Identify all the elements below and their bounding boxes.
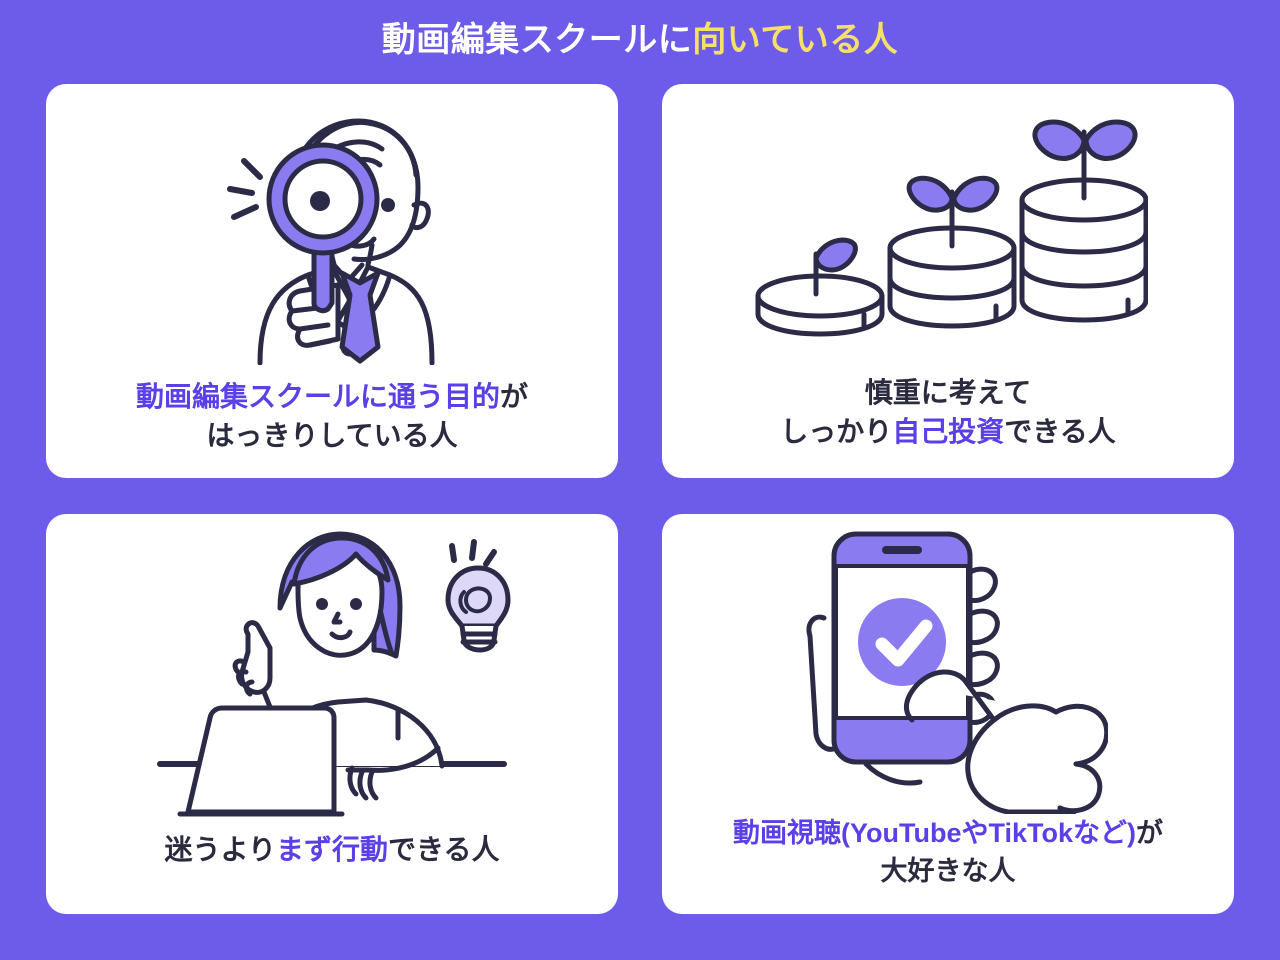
- card-purpose-caption: 動画編集スクールに通う目的が はっきりしている人: [46, 377, 618, 479]
- caption-dark-text: が: [1135, 818, 1163, 848]
- card-video-lover[interactable]: 動画視聴(YouTubeやTikTokなど)が 大好きな人: [662, 514, 1234, 914]
- caption-line-1: 慎重に考えて: [864, 376, 1032, 408]
- illustration-growing-coin-stacks: [662, 84, 1234, 373]
- caption-dark-post: できる人: [1004, 416, 1116, 448]
- card-action[interactable]: 迷うよりまず行動できる人: [46, 514, 618, 914]
- caption-line-2: 大好きな人: [880, 856, 1016, 887]
- page-title-plain: 動画編集スクールに: [381, 21, 693, 59]
- card-grid: 動画編集スクールに通う目的が はっきりしている人: [46, 84, 1234, 914]
- caption-line-2: はっきりしている人: [206, 420, 458, 452]
- caption-purple-text: 自己投資: [892, 416, 1005, 448]
- page-title-highlight: 向いている人: [692, 21, 899, 59]
- card-investment-caption: 慎重に考えて しっかり自己投資できる人: [662, 373, 1234, 479]
- caption-dark-pre: 迷うより: [164, 834, 276, 866]
- caption-purple-text: まず行動: [275, 834, 388, 866]
- caption-dark-pre: しっかり: [780, 416, 893, 448]
- caption-purple-text: 動画編集スクールに通う目的: [135, 380, 500, 412]
- illustration-hand-tapping-smartphone: [662, 514, 1234, 814]
- illustration-person-with-magnifying-glass: [46, 84, 618, 377]
- caption-dark-post: できる人: [388, 834, 500, 866]
- card-video-lover-caption: 動画視聴(YouTubeやTikTokなど)が 大好きな人: [662, 814, 1234, 914]
- caption-purple-text: 動画視聴(YouTubeやTikTokなど): [733, 818, 1136, 848]
- card-action-caption: 迷うよりまず行動できる人: [46, 830, 618, 914]
- card-investment[interactable]: 慎重に考えて しっかり自己投資できる人: [662, 84, 1234, 478]
- card-purpose[interactable]: 動画編集スクールに通う目的が はっきりしている人: [46, 84, 618, 478]
- page-title: 動画編集スクールに向いている人: [0, 18, 1280, 62]
- caption-dark-text: が: [500, 380, 529, 412]
- illustration-woman-at-laptop-with-idea: [46, 514, 618, 830]
